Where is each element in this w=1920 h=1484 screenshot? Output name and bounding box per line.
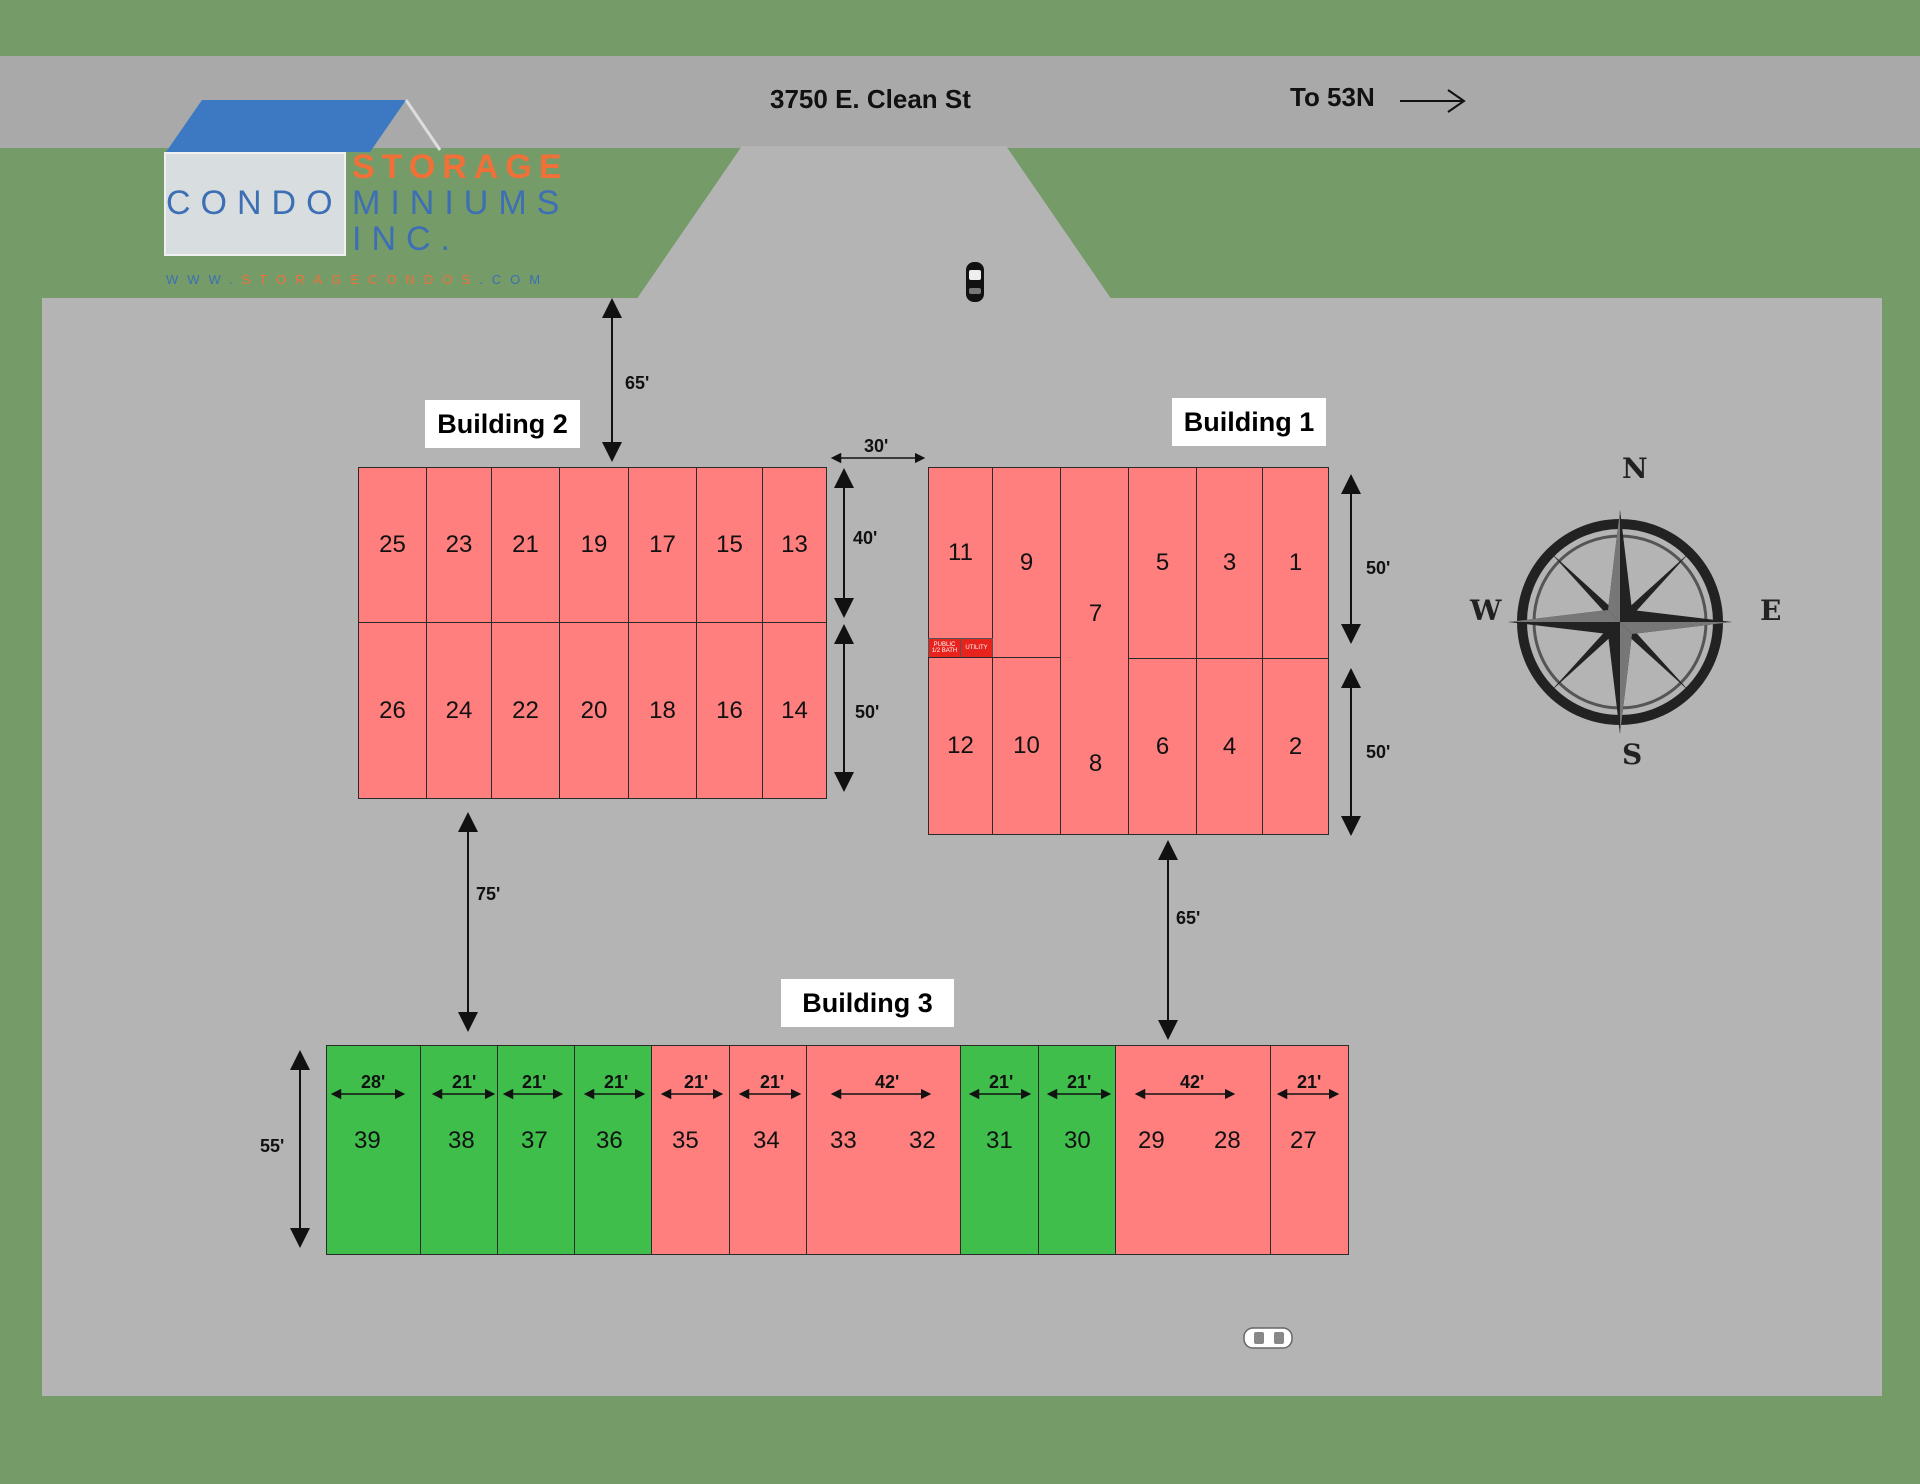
unit-34[interactable] (729, 1045, 807, 1255)
unit-38-label: 38 (448, 1127, 475, 1154)
compass-east: E (1760, 594, 1782, 627)
building-3 (326, 1045, 1349, 1255)
car-icon (1243, 1327, 1293, 1349)
unit-15[interactable]: 15 (696, 467, 763, 623)
unit-2[interactable]: 2 (1262, 658, 1329, 835)
car-icon (966, 262, 984, 302)
logo-url-domain: STORAGECONDOS (241, 272, 480, 287)
unit-7[interactable]: 7 8 (1060, 467, 1129, 835)
unit-31-width: 21' (989, 1072, 1014, 1092)
unit-25[interactable]: 25 (358, 467, 427, 623)
dim-b1-bottom-depth: 50' (1366, 742, 1391, 762)
unit-35-width: 21' (684, 1072, 709, 1092)
logo-line-storage: STORAGE (352, 148, 569, 186)
logo-line-miniums: MINIUMS (352, 184, 570, 222)
unit-22[interactable]: 22 (491, 622, 560, 799)
unit-29-label: 29 (1138, 1127, 1165, 1154)
unit-38[interactable] (420, 1045, 498, 1255)
unit-29-28[interactable] (1115, 1045, 1271, 1255)
unit-10[interactable]: 10 (992, 657, 1061, 835)
building-1: 11 9 7 8 5 3 1 PUBLIC 1/2 BATH UTILITY 1… (928, 467, 1329, 835)
compass-rose: N S W E (1470, 452, 1782, 772)
unit-39-width: 28' (361, 1072, 386, 1092)
unit-37-label: 37 (521, 1127, 548, 1154)
logo-url: WWW.STORAGECONDOS.COM (166, 272, 549, 287)
compass-west: W (1470, 594, 1502, 627)
logo-line-condo: CONDO (166, 184, 343, 222)
unit-37-width: 21' (522, 1072, 547, 1092)
compass-icon (1508, 510, 1732, 734)
building-2-label: Building 2 (425, 400, 580, 448)
unit-8-label: 8 (1088, 750, 1103, 777)
unit-21[interactable]: 21 (491, 467, 560, 623)
unit-36[interactable] (574, 1045, 652, 1255)
building-2: 25 23 21 19 17 15 13 26 24 22 20 18 16 1… (358, 467, 827, 799)
dim-b2-to-b3: 75' (476, 884, 501, 904)
unit-35-label: 35 (672, 1127, 699, 1154)
dim-b2-top-depth: 40' (853, 528, 878, 548)
unit-33-label: 33 (830, 1127, 857, 1154)
logo-url-suffix: .COM (479, 272, 550, 287)
unit-1[interactable]: 1 (1262, 467, 1329, 659)
road-direction-label: To 53N (1290, 82, 1375, 112)
unit-37[interactable] (497, 1045, 575, 1255)
unit-30[interactable] (1038, 1045, 1116, 1255)
unit-33-32-width: 42' (875, 1072, 900, 1092)
unit-31-label: 31 (986, 1127, 1013, 1154)
unit-3[interactable]: 3 (1196, 467, 1263, 659)
unit-17[interactable]: 17 (628, 467, 697, 623)
unit-6[interactable]: 6 (1128, 658, 1197, 835)
unit-29-28-width: 42' (1180, 1072, 1205, 1092)
unit-28-label: 28 (1214, 1127, 1241, 1154)
dim-b1-to-b3: 65' (1176, 908, 1201, 928)
building-3-label: Building 3 (781, 979, 954, 1027)
dim-b2-b1-gap: 30' (864, 436, 889, 456)
unit-38-width: 21' (452, 1072, 477, 1092)
logo-line-inc: INC. (352, 220, 460, 258)
company-logo: STORAGE CONDO MINIUMS INC. WWW.STORAGECO… (162, 96, 582, 296)
dim-entry-to-b2: 65' (625, 373, 650, 393)
building-1-label: Building 1 (1172, 398, 1326, 446)
unit-34-label: 34 (753, 1127, 780, 1154)
unit-7-label: 7 (1088, 600, 1103, 627)
unit-9[interactable]: 9 (992, 467, 1061, 658)
dim-b3-depth: 55' (260, 1136, 285, 1156)
unit-19[interactable]: 19 (559, 467, 629, 623)
unit-30-label: 30 (1064, 1127, 1091, 1154)
unit-18[interactable]: 18 (628, 622, 697, 799)
unit-27-width: 21' (1297, 1072, 1322, 1092)
unit-14[interactable]: 14 (762, 622, 827, 799)
unit-12[interactable]: 12 (928, 657, 993, 835)
compass-south: S (1622, 738, 1643, 771)
unit-13[interactable]: 13 (762, 467, 827, 623)
unit-32-label: 32 (909, 1127, 936, 1154)
unit-27[interactable] (1270, 1045, 1349, 1255)
unit-39-label: 39 (354, 1127, 381, 1154)
road-address: 3750 E. Clean St (770, 84, 971, 114)
unit-27-label: 27 (1290, 1127, 1317, 1154)
unit-36-width: 21' (604, 1072, 629, 1092)
arrow-right-icon (1400, 89, 1466, 113)
unit-36-label: 36 (596, 1127, 623, 1154)
unit-30-width: 21' (1067, 1072, 1092, 1092)
unit-35[interactable] (651, 1045, 730, 1255)
unit-34-width: 21' (760, 1072, 785, 1092)
logo-roof (166, 99, 442, 152)
compass-north: N (1622, 452, 1648, 485)
logo-url-prefix: WWW. (166, 272, 242, 287)
dim-b1-top-depth: 50' (1366, 558, 1391, 578)
dim-b2-bottom-depth: 50' (855, 702, 880, 722)
logo-house-body (164, 152, 346, 256)
